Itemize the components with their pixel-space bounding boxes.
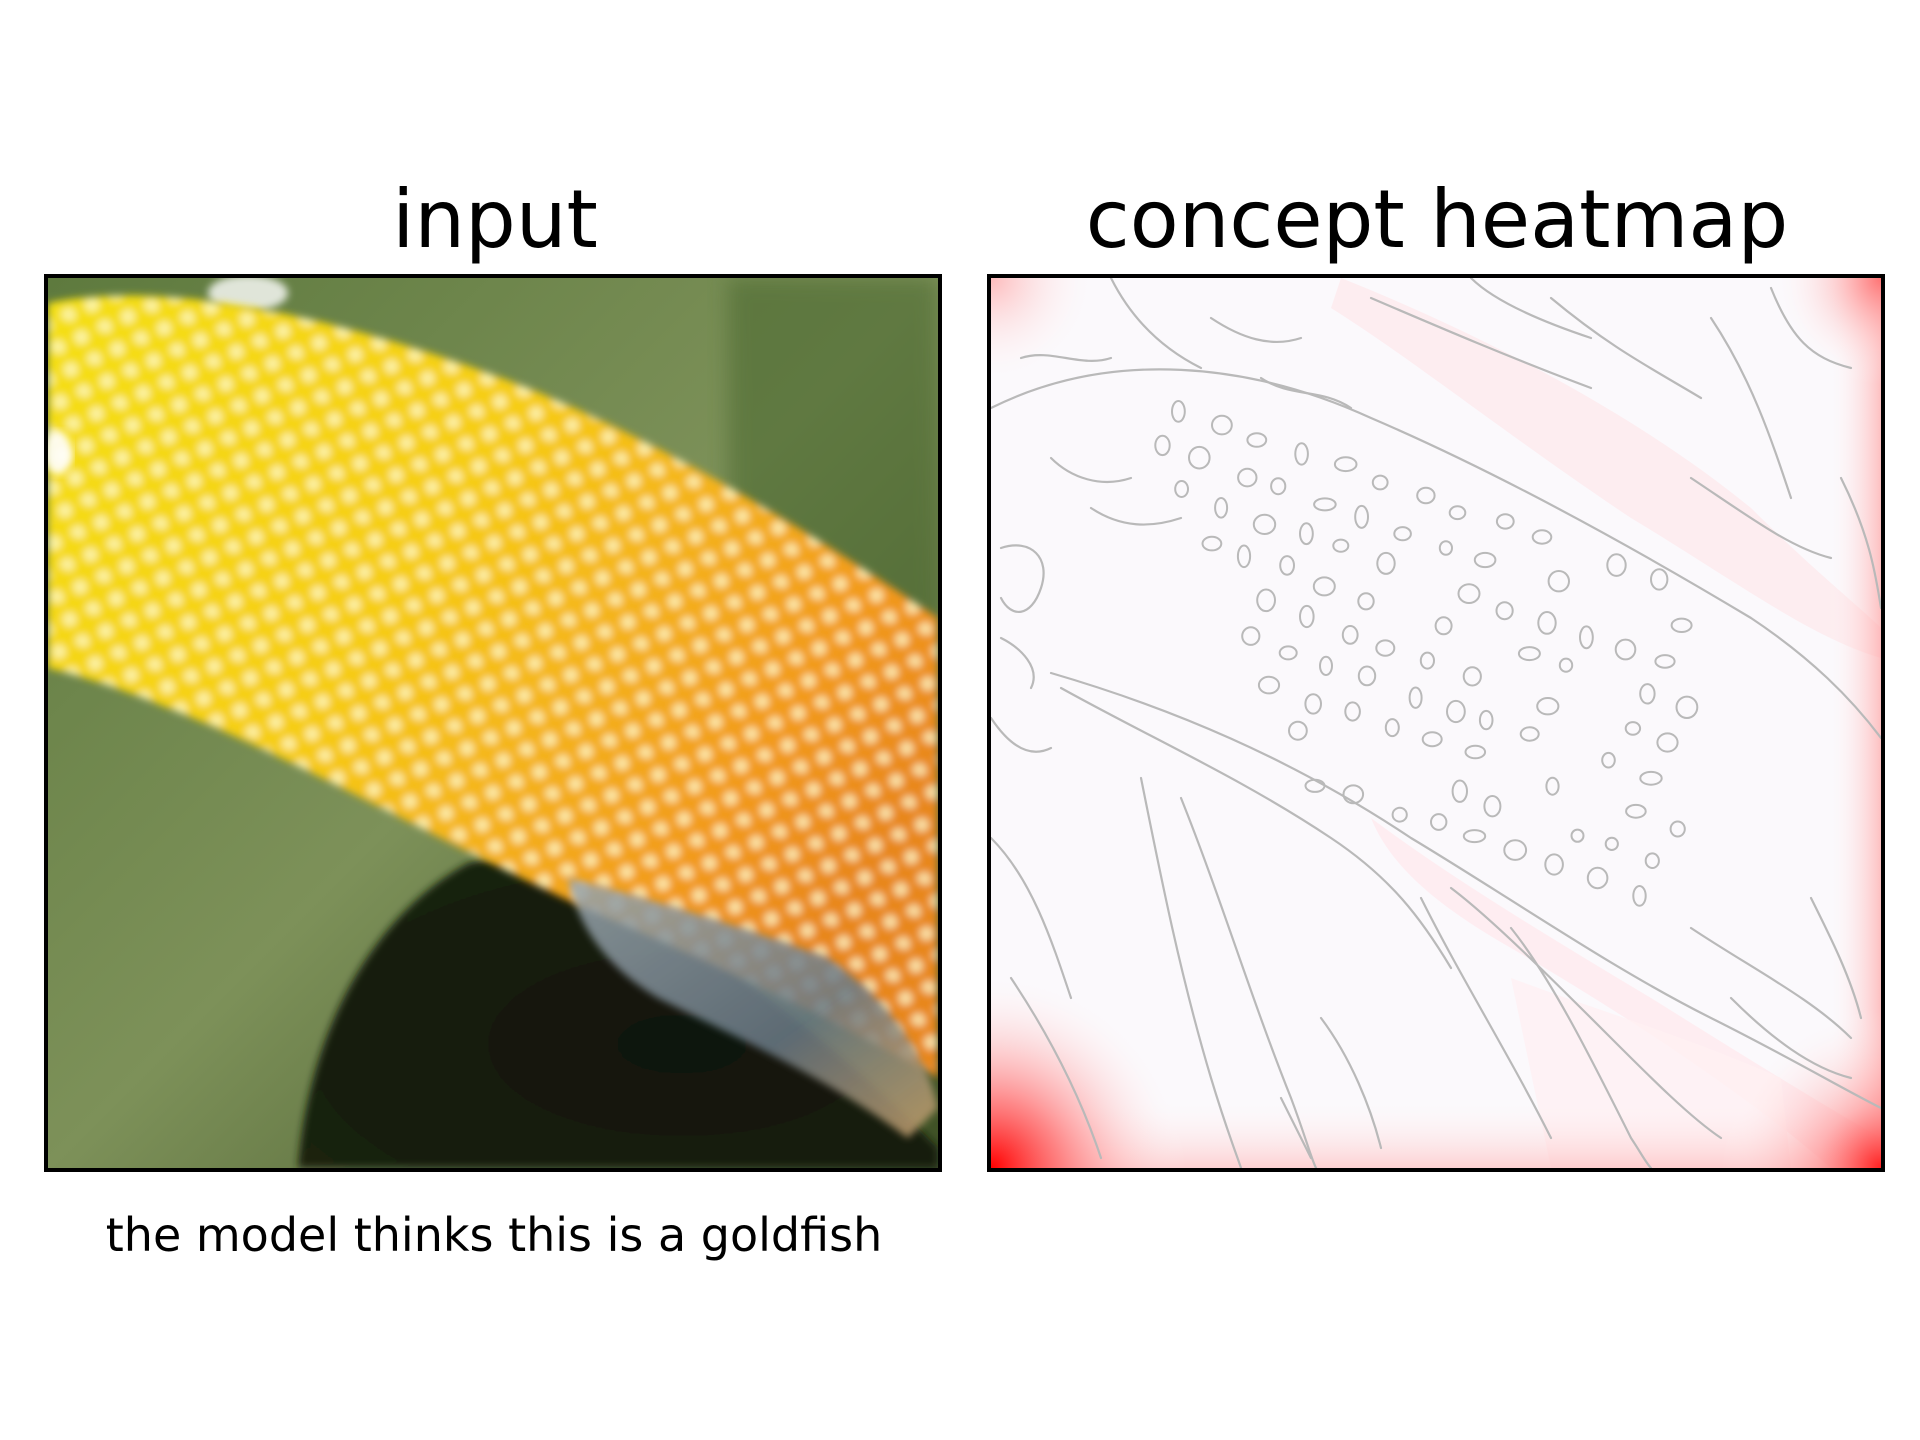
heatmap-spot-outline: [1639, 683, 1656, 705]
heatmap-spot-outline: [1462, 829, 1487, 844]
heatmap-spot-outline: [1288, 720, 1308, 741]
heatmap-spot-outline: [1547, 570, 1570, 593]
heatmap-spot-outline: [1650, 568, 1669, 591]
heatmap-spot-outline: [1517, 646, 1541, 662]
heatmap-spot-outline: [1503, 839, 1528, 861]
heatmap-spot-outline: [1312, 576, 1336, 597]
heatmap-spot-outline: [1421, 731, 1443, 748]
heatmap-spot-outline: [1304, 778, 1326, 793]
model-prediction-caption: the model thinks this is a goldfish: [105, 1208, 883, 1262]
input-fish-image: [48, 278, 938, 1168]
heatmap-spot-outline: [1171, 399, 1186, 423]
heatmap-spot-outline: [1644, 852, 1660, 870]
heatmap-spot-outline: [1625, 803, 1647, 819]
heatmap-spot-outline: [1614, 638, 1637, 661]
heatmap-spot-outline: [1252, 513, 1277, 535]
heatmap-spot-outline: [1375, 639, 1396, 657]
heatmap-spot-outline: [1354, 504, 1370, 529]
heatmap-spot-outline: [1462, 666, 1482, 687]
heatmap-spot-outline: [1214, 497, 1229, 519]
heatmap-spot-outline: [1670, 617, 1693, 633]
heatmap-spot-outline: [1174, 480, 1190, 498]
heatmap-spot-outline: [1495, 513, 1515, 530]
heatmap-spot-outline: [1256, 588, 1277, 613]
heatmap-spot-outline: [1332, 538, 1350, 553]
heatmap-spot-outline: [1536, 697, 1560, 716]
heatmap-spot-outline: [1278, 645, 1298, 661]
heatmap-spot-outline: [1376, 551, 1396, 575]
heatmap-spot-outline: [1570, 828, 1585, 843]
heatmap-spot-outline: [1408, 686, 1423, 709]
heatmap-spot-outline: [1519, 726, 1540, 742]
heatmap-spot-outline: [1371, 474, 1389, 491]
heatmap-spot-outline: [1451, 779, 1468, 803]
heatmap-spot-outline: [1393, 526, 1412, 542]
heatmap-spot-outline: [1357, 592, 1375, 611]
heatmap-spot-outline: [1544, 853, 1564, 876]
heatmap-spot-outline: [1333, 456, 1358, 473]
heatmap-spot-outline: [1495, 601, 1514, 621]
heatmap-spot-outline: [1464, 744, 1487, 760]
heatmap-spot-outline: [1586, 866, 1609, 890]
heatmap-spot-outline: [1438, 540, 1453, 556]
heatmap-spot-outline: [1241, 626, 1261, 646]
heatmap-spot-outline: [1211, 414, 1233, 436]
heatmap-spot-outline: [1236, 544, 1252, 569]
heatmap-spot-outline: [1639, 770, 1663, 786]
heatmap-spot-outline: [1419, 651, 1435, 670]
heatmap-spot-outline: [1531, 529, 1553, 545]
heatmap-spot-outline: [1304, 693, 1323, 715]
concept-heatmap-image: [991, 278, 1881, 1168]
heatmap-spot-outline: [1656, 732, 1679, 753]
heatmap-spot-outline: [1545, 776, 1560, 796]
heatmap-spot-outline: [1357, 665, 1377, 687]
heatmap-spot-outline: [1342, 784, 1365, 805]
heatmap-spot-outline: [1601, 751, 1616, 769]
heatmap-spot-outline: [1632, 885, 1647, 907]
heatmap-panel-title: concept heatmap: [1085, 173, 1789, 266]
heatmap-spot-outline: [1446, 699, 1466, 724]
heatmap-spot-outline: [1201, 535, 1223, 552]
heatmap-spot-outline: [1473, 551, 1497, 569]
heatmap-spot-outline: [1299, 604, 1315, 629]
heatmap-spot-outline: [1299, 522, 1314, 546]
heatmap-spot-outline: [1319, 655, 1333, 676]
heatmap-spot-outline: [1391, 806, 1408, 823]
heatmap-spot-outline: [1344, 701, 1361, 722]
heatmap-spot-outline: [1478, 709, 1494, 731]
heatmap-spot-outline: [1457, 583, 1481, 605]
heatmap-spot-outline: [1257, 675, 1281, 695]
heatmap-spot-outline: [1416, 486, 1436, 505]
heatmap-spot-outlines: [1154, 399, 1699, 907]
heatmap-spot-outline: [1483, 795, 1502, 818]
heatmap-spot-outline: [1558, 657, 1574, 673]
heatmap-spot-outline: [1188, 445, 1211, 470]
heatmap-spot-outline: [1669, 820, 1686, 838]
heatmap-spot-outline: [1579, 625, 1594, 650]
heatmap-spot-outline: [1313, 497, 1337, 512]
heatmap-spot-outline: [1448, 505, 1467, 521]
heatmap-spot-outline: [1654, 654, 1676, 669]
heatmap-spot-outline: [1624, 721, 1642, 736]
heatmap-spot-outline: [1675, 695, 1699, 719]
input-image-frame: [44, 274, 942, 1172]
input-panel-title: input: [392, 173, 598, 266]
heatmap-spot-outline: [1384, 718, 1400, 738]
heatmap-spot-outline: [1246, 432, 1268, 448]
heatmap-spot-outline: [1604, 836, 1619, 852]
heatmap-spot-outline: [1154, 434, 1171, 457]
concept-heatmap-frame: [987, 274, 1885, 1172]
heatmap-spot-outline: [1537, 611, 1557, 635]
heatmap-spot-outline: [1606, 553, 1627, 577]
heatmap-spot-outline: [1279, 555, 1296, 576]
heatmap-spot-outline: [1341, 625, 1359, 645]
heatmap-spot-outline: [1270, 477, 1287, 496]
heatmap-spot-outline: [1237, 467, 1258, 488]
heatmap-spot-outline: [1430, 813, 1448, 831]
heatmap-spot-outline: [1434, 616, 1453, 636]
heatmap-spot-outline: [1294, 442, 1309, 466]
